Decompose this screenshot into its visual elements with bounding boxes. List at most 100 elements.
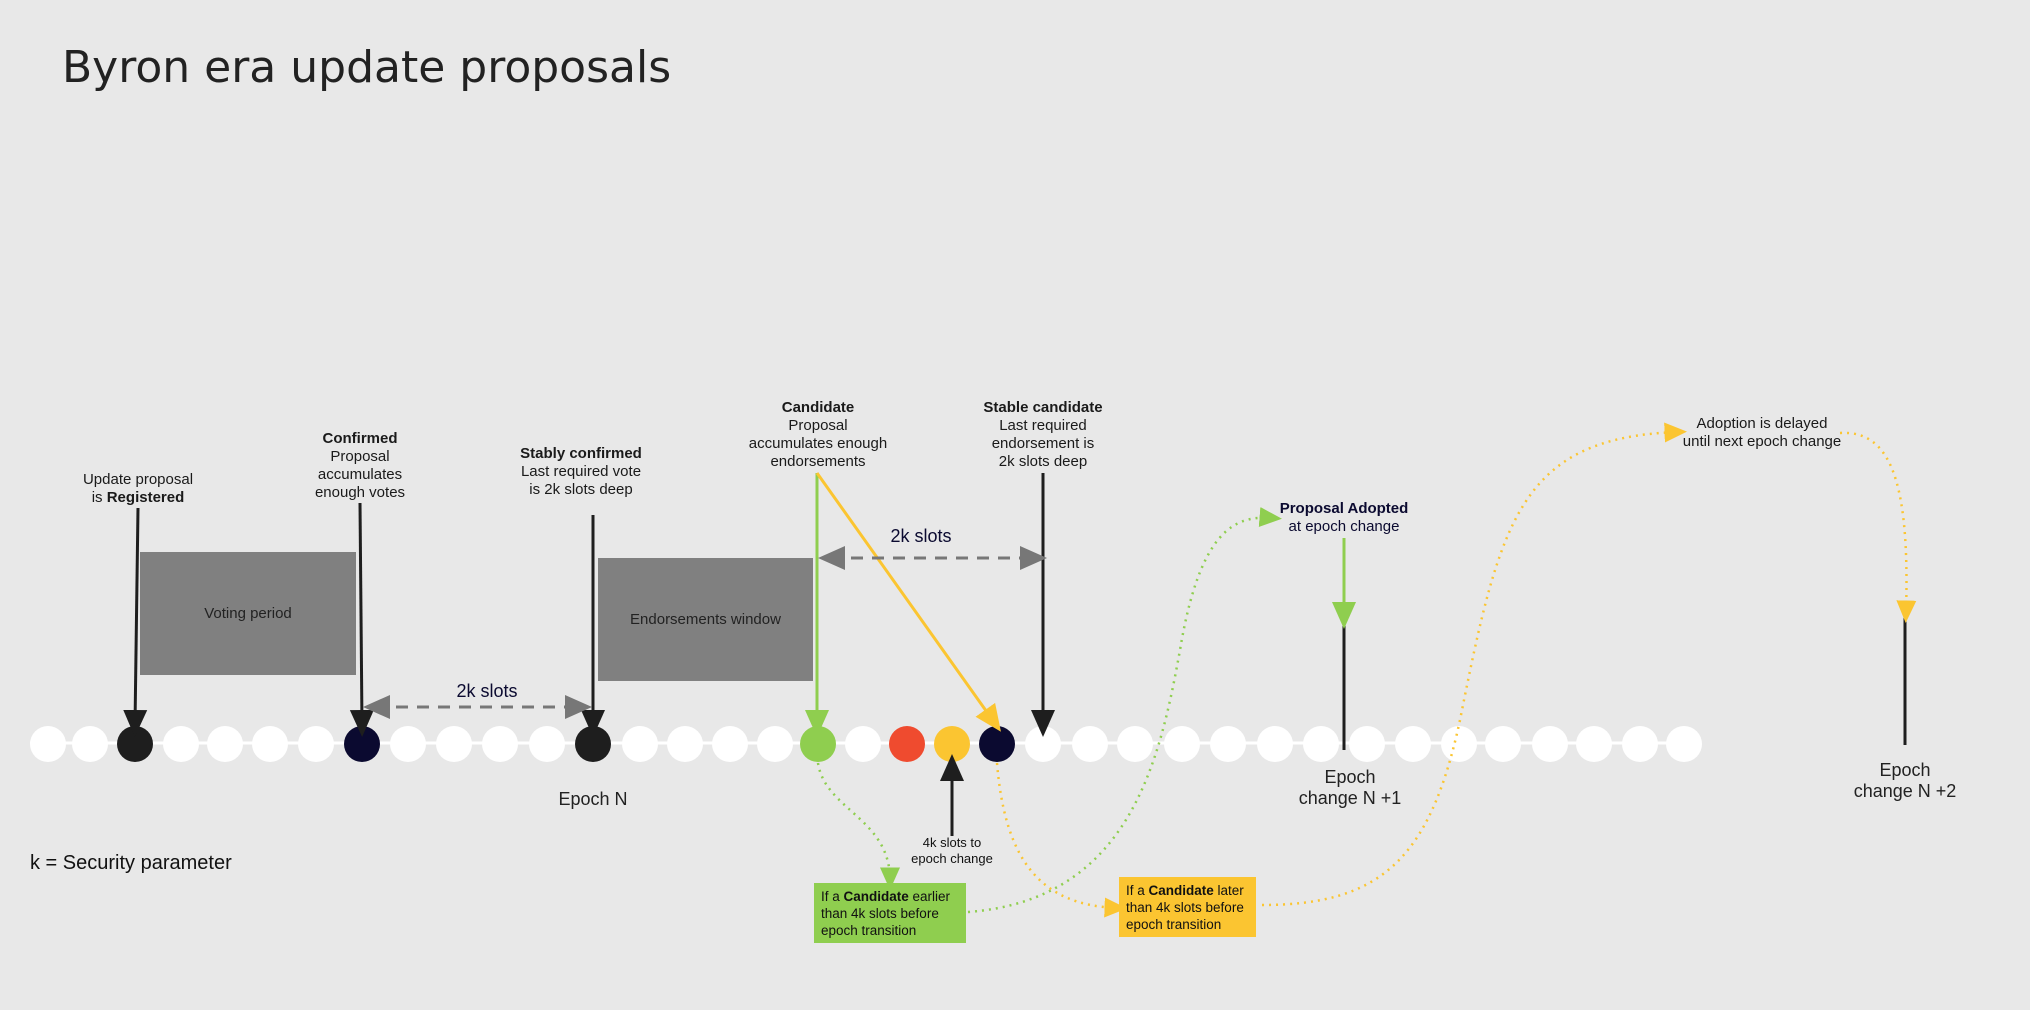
chain-slot	[1395, 726, 1431, 762]
registered-arrow	[123, 507, 148, 737]
chain-slot-highlighted	[800, 726, 836, 762]
security-parameter-label: k = Security parameter	[30, 852, 232, 874]
stable-candidate-line: endorsement is	[991, 435, 1095, 452]
late-note-prefix: If a	[1126, 883, 1149, 898]
early-candidate-note: If a Candidate earlier than 4k slots bef…	[814, 883, 966, 943]
chain-slot	[1072, 726, 1108, 762]
four-k-line: 4k slots to	[922, 835, 982, 850]
page-title: Byron era update proposals	[62, 42, 672, 93]
epoch-n2-line: change N +2	[1853, 781, 1957, 801]
registered-line2: is Registered	[83, 489, 193, 507]
confirmed-line: enough votes	[314, 484, 406, 501]
stable-candidate-line: 2k slots deep	[998, 453, 1088, 470]
chain-slot	[482, 726, 518, 762]
delayed-line: Adoption is delayed	[1696, 415, 1828, 432]
epoch-n-label: Epoch N	[558, 789, 628, 809]
chain-slot	[622, 726, 658, 762]
yellow-dotted-delayed-to-n2	[1839, 431, 1917, 623]
chain-slot	[1257, 726, 1293, 762]
confirmed-line: Proposal	[330, 448, 390, 465]
chain-slot	[529, 726, 565, 762]
epoch-n2-label: Epoch change N +2	[1854, 760, 1957, 802]
voting-period-text: Voting period	[204, 605, 292, 622]
chain-slot-highlighted	[889, 726, 925, 762]
yellow-dotted-to-delayed	[1261, 422, 1687, 907]
chain-slot	[30, 726, 66, 762]
registered-prefix: is	[91, 489, 107, 506]
slot-gap-2-label: 2k slots	[890, 526, 952, 546]
epoch-n2-line: Epoch	[1879, 760, 1931, 780]
early-note-prefix: If a	[821, 889, 844, 904]
green-dotted-to-note	[816, 762, 900, 890]
epoch-n1-label: Epoch change N +1	[1299, 767, 1402, 809]
candidate-title: Candidate	[781, 399, 855, 416]
chain-slot	[1576, 726, 1612, 762]
candidate-line: endorsements	[770, 453, 866, 470]
candidate-label: Candidate Proposal accumulates enough en…	[749, 399, 887, 471]
stable-candidate-label: Stable candidate Last required endorseme…	[983, 399, 1102, 471]
green-dotted-to-adopted	[967, 507, 1282, 914]
chain-slot	[252, 726, 288, 762]
stably-confirmed-line: Last required vote	[520, 463, 642, 480]
chain-slot-highlighted	[979, 726, 1015, 762]
late-note-rest: later than 4k slots before epoch transit…	[1126, 883, 1244, 932]
candidate-diagonal-arrow	[815, 472, 1001, 732]
adopted-label: Proposal Adopted at epoch change	[1280, 500, 1409, 536]
chain-slot-highlighted	[575, 726, 611, 762]
registered-bold: Registered	[106, 489, 185, 506]
early-note-bold: Candidate	[843, 889, 909, 904]
chain-slot	[1532, 726, 1568, 762]
chain-circles	[30, 726, 1702, 762]
chain-slot	[436, 726, 472, 762]
voting-period-box: Voting period	[140, 552, 356, 675]
adopted-line: at epoch change	[1288, 518, 1400, 535]
confirmed-arrow	[349, 502, 374, 737]
chain-slot	[298, 726, 334, 762]
chain-slot	[1349, 726, 1385, 762]
chain-slot-highlighted	[117, 726, 153, 762]
chain-slot-highlighted	[344, 726, 380, 762]
candidate-line: accumulates enough	[748, 435, 888, 452]
chain-slot	[390, 726, 426, 762]
four-k-line: epoch change	[911, 851, 993, 866]
adopted-title: Proposal Adopted	[1279, 500, 1409, 517]
chain-slot	[1666, 726, 1702, 762]
confirmed-label: Confirmed Proposal accumulates enough vo…	[315, 430, 405, 502]
epoch-n1-line: change N +1	[1298, 788, 1402, 808]
chain-slot	[1164, 726, 1200, 762]
registered-line1: Update proposal	[82, 471, 194, 488]
slot-gap-1-label: 2k slots	[456, 681, 518, 701]
stable-candidate-title: Stable candidate	[983, 399, 1103, 416]
epoch-n1-line: Epoch	[1324, 767, 1376, 787]
endorsements-window-text: Endorsements window	[630, 611, 781, 628]
chain-slot	[1303, 726, 1339, 762]
four-k-label: 4k slots to epoch change	[911, 835, 993, 867]
confirmed-title: Confirmed	[322, 430, 398, 447]
candidate-line: Proposal	[788, 417, 848, 434]
chain-slot	[1210, 726, 1246, 762]
chain-slot	[667, 726, 703, 762]
chain-slot	[1025, 726, 1061, 762]
stably-confirmed-line: is 2k slots deep	[529, 481, 633, 498]
confirmed-line: accumulates	[317, 466, 403, 483]
chain-slot	[1485, 726, 1521, 762]
late-candidate-note: If a Candidate later than 4k slots befor…	[1119, 877, 1256, 937]
stably-confirmed-title: Stably confirmed	[520, 445, 642, 462]
endorsements-window-box: Endorsements window	[598, 558, 813, 681]
late-note-bold: Candidate	[1148, 883, 1214, 898]
registered-label: Update proposal is Registered	[83, 471, 193, 507]
yellow-dotted-to-note	[995, 762, 1127, 918]
chain-slot-highlighted	[934, 726, 970, 762]
chain-slot	[1441, 726, 1477, 762]
stably-confirmed-label: Stably confirmed Last required vote is 2…	[520, 445, 642, 499]
chain-slot	[757, 726, 793, 762]
delayed-line: until next epoch change	[1682, 433, 1842, 450]
chain-slot	[845, 726, 881, 762]
early-note-rest: earlier than 4k slots before epoch trans…	[821, 889, 951, 938]
stable-candidate-line: Last required	[999, 417, 1087, 434]
chain-slot	[1622, 726, 1658, 762]
chain-slot	[1117, 726, 1153, 762]
delayed-label: Adoption is delayed until next epoch cha…	[1683, 415, 1841, 451]
